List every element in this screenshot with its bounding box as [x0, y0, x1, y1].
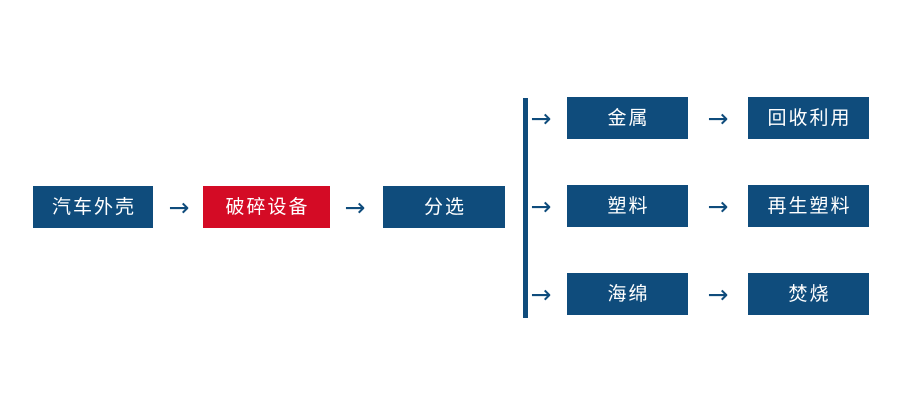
- arrow-glyph: →: [707, 191, 729, 221]
- node-incineration[interactable]: 焚烧: [748, 273, 869, 315]
- arrow-right-icon-1: →: [165, 193, 193, 221]
- node-metal[interactable]: 金属: [567, 97, 688, 139]
- node-label: 再生塑料: [767, 194, 852, 217]
- node-car-shell[interactable]: 汽车外壳: [33, 186, 153, 228]
- node-label: 分选: [423, 195, 466, 218]
- node-label: 破碎设备: [225, 195, 310, 218]
- arrow-glyph: →: [707, 279, 729, 309]
- arrow-glyph: →: [530, 279, 552, 309]
- arrow-glyph: →: [168, 192, 190, 222]
- node-label: 海绵: [607, 282, 650, 305]
- node-sorting[interactable]: 分选: [383, 186, 505, 228]
- node-label: 汽车外壳: [51, 195, 136, 218]
- arrow-right-icon-4: →: [704, 192, 732, 220]
- node-recycle-reuse[interactable]: 回收利用: [748, 97, 869, 139]
- branch-arrow-icon-1: →: [527, 104, 555, 132]
- node-regenerated-plastic[interactable]: 再生塑料: [748, 185, 869, 227]
- node-label: 金属: [607, 106, 650, 129]
- arrow-glyph: →: [707, 103, 729, 133]
- node-label: 焚烧: [788, 282, 831, 305]
- node-label: 塑料: [607, 194, 650, 217]
- branch-arrow-icon-2: →: [527, 192, 555, 220]
- arrow-glyph: →: [344, 192, 366, 222]
- arrow-glyph: →: [530, 103, 552, 133]
- arrow-right-icon-2: →: [341, 193, 369, 221]
- node-label: 回收利用: [767, 106, 852, 129]
- arrow-glyph: →: [530, 191, 552, 221]
- node-sponge[interactable]: 海绵: [567, 273, 688, 315]
- arrow-right-icon-5: →: [704, 280, 732, 308]
- arrow-right-icon-3: →: [704, 104, 732, 132]
- branch-arrow-icon-3: →: [527, 280, 555, 308]
- branch-trunk-line: [523, 98, 528, 318]
- node-crusher-equipment[interactable]: 破碎设备: [203, 186, 330, 228]
- node-plastic[interactable]: 塑料: [567, 185, 688, 227]
